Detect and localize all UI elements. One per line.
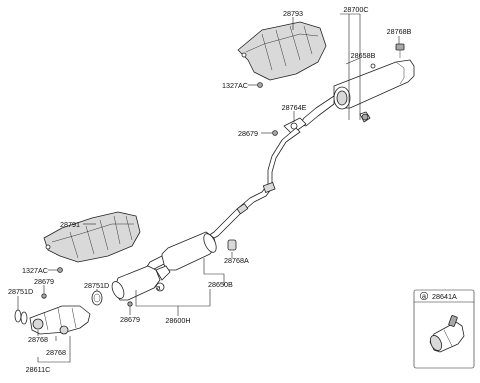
label-28768b: 28768B <box>387 27 412 36</box>
clip-1327ac-top <box>257 82 263 88</box>
label-28764e: 28764E <box>282 103 307 112</box>
part-labels: 28793 28700C 28768B 28658B 1327AC 28764E… <box>8 5 412 374</box>
label-28679-bottom: 28679 <box>120 315 140 324</box>
label-28751d-mid: 28751D <box>84 281 109 290</box>
label-28658b: 28658B <box>351 51 376 60</box>
gasket-28751d-left <box>14 309 28 325</box>
inset-part-number: 28641A <box>432 292 457 301</box>
callout-a-letter: a <box>157 283 161 292</box>
hanger-28768b <box>395 43 405 58</box>
front-pipe-28611c <box>29 305 91 335</box>
label-28679-left: 28679 <box>34 277 54 286</box>
clip-1327ac-left <box>57 267 63 273</box>
label-28791: 28791 <box>60 220 80 229</box>
label-1327ac-top: 1327AC <box>222 81 248 90</box>
label-28600h: 28600H <box>165 316 190 325</box>
label-28611c: 28611C <box>26 365 51 374</box>
label-1327ac-left: 1327AC <box>22 266 48 275</box>
center-pipe <box>145 127 301 271</box>
label-28700c: 28700C <box>343 5 368 14</box>
label-28679-mid: 28679 <box>238 129 258 138</box>
gasket-28764e <box>283 117 307 135</box>
clamp-icon <box>429 315 465 353</box>
heat-shield-lower <box>43 211 141 263</box>
rear-muffler <box>299 59 415 127</box>
gasket-28751d-mid <box>91 290 103 306</box>
inset-28641a: a 28641A <box>413 289 475 369</box>
label-28650b: 28650B <box>208 280 233 289</box>
label-28768-lower: 28768 <box>46 348 66 357</box>
nut-28679-left <box>41 293 47 299</box>
label-28793: 28793 <box>283 9 303 18</box>
inset-marker-letter: a <box>422 292 426 301</box>
nut-28679-mid <box>272 130 278 136</box>
leader-lines <box>17 13 400 363</box>
label-28768a: 28768A <box>224 256 249 265</box>
front-converter: a <box>111 265 171 307</box>
label-28751d-left: 28751D <box>8 287 33 296</box>
label-28768-upper: 28768 <box>28 335 48 344</box>
heat-shield-upper <box>237 21 327 81</box>
